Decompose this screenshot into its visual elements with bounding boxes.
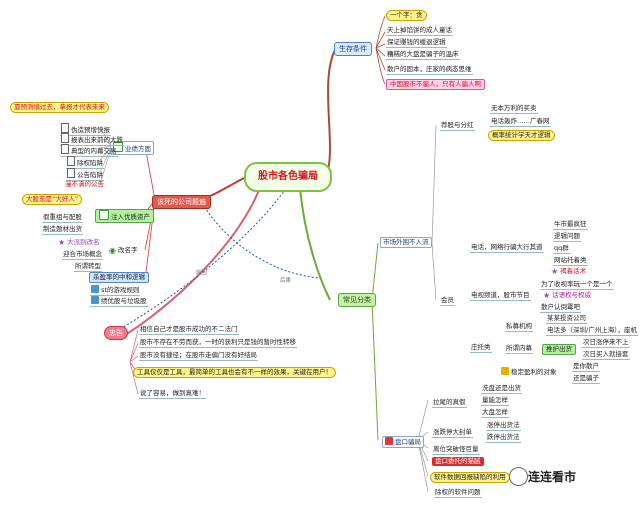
check-icon [99, 210, 109, 220]
advice-last: 说了容易，做到真难！ [139, 389, 206, 399]
pan-red-tag: 盘口委托的猫腻 [432, 457, 484, 466]
tv-item: 为了收视率玩一个是一个 [540, 280, 614, 290]
survival-pink-note: 中国股市不骗人，只有人骗人啊 [386, 79, 485, 90]
tv-item: 散户认倒霉吧 [540, 303, 581, 313]
sinister-item: st的游戏规则 [90, 285, 141, 296]
document-icon [61, 133, 69, 143]
expert-label: 所谓内幕 [505, 344, 533, 354]
inject-item: 制造题材出货 [42, 225, 83, 235]
document-icon [67, 156, 75, 166]
fund-label: 私募机构 [505, 322, 533, 332]
topic-advice[interactable]: 忠告 [104, 326, 128, 340]
earnings-item: 伪造预增快报 [60, 123, 111, 136]
connector-label: 前因 [196, 270, 208, 276]
raise-label: 拉尾的真假 [432, 398, 467, 408]
wechat-logo-icon [509, 467, 528, 486]
earnings-note: 靠预测填过去，拿报才代表未来 [10, 102, 109, 113]
document-icon [67, 168, 75, 178]
earnings-item: 报表出来前的大跌 [60, 133, 124, 146]
phone-tag: ★褐着话术 [551, 267, 587, 276]
earnings-red-item: 漫不满的公告 [65, 180, 104, 188]
advice-item: 相信自己才是股市成功的不二法门 [139, 325, 239, 335]
sinister-item: 绩优股与垃圾股 [90, 296, 148, 307]
document-icon [61, 123, 69, 133]
big-item: 跌停出货法 [486, 433, 521, 443]
phone-item: 逻辑问题 [553, 232, 581, 242]
earnings-item: 公告陷阱 [66, 168, 104, 181]
check-icon [113, 142, 123, 152]
group-rename[interactable]: ◉改名字 [109, 246, 138, 255]
villa-label: 庄托类 [470, 343, 492, 353]
expert-tag: 推护出货 [542, 344, 576, 355]
document-icon [61, 144, 69, 154]
group-sinister[interactable]: 杀盈率的中和逻辑 [89, 272, 149, 283]
phone-item: 牛市最疯狂 [553, 220, 588, 230]
recommend-highlight: 概率统计学天才逻辑 [488, 130, 555, 141]
topic-company-trap[interactable]: 该死的公司题遍 [152, 195, 211, 209]
expert-item: 次日涨停来不上 [582, 338, 630, 348]
pan-highlight: 软件数据回报缺陷的利用 [430, 472, 510, 483]
raise-item: 大盘怎样 [481, 408, 509, 418]
member-label: 会员 [440, 296, 455, 306]
group-pan[interactable]: 盘口骗局 [382, 436, 424, 448]
phone-label: 电话，网络行骗大行其道 [470, 243, 544, 253]
folder-icon [91, 296, 99, 304]
tv-label: 电视频道，股市节目 [470, 291, 531, 301]
raise-item: 量能怎样 [481, 396, 509, 406]
target-item: 还是骗子 [572, 374, 600, 384]
rename-item: 所谓转型 [74, 262, 102, 272]
group-earnings[interactable]: 业绩方面 [110, 141, 154, 155]
recommend-label: 荐股与分红 [440, 121, 475, 131]
phone-item: qq群 [553, 244, 570, 254]
recommend-item: 无本万利的买卖 [490, 104, 538, 114]
phone-item: 网站托着类 [553, 256, 588, 266]
topic-survival[interactable]: 生存条件 [334, 42, 372, 56]
watermark: 连连看市 [528, 470, 577, 484]
rename-item: 迎合市场概念 [62, 250, 103, 260]
fund-item: 某某投资公司 [546, 314, 587, 324]
fund-item: 电话多（深圳/广州上海），座机 [546, 326, 638, 336]
pan-last: 除权的软件问题 [434, 488, 482, 498]
star-icon: ★ [551, 267, 559, 276]
earnings-item: 典型的内幕交易 [60, 144, 118, 157]
advice-item: 股市不存在不劳而获，一时的获利只是钱的暂时性转移 [139, 338, 297, 348]
group-inject[interactable]: 注入优质资产 [95, 209, 154, 223]
star-icon: ★ [543, 291, 551, 300]
topic-common[interactable]: 常见分类 [338, 293, 376, 307]
advice-item: 股市没有捷径；在股市走偏门没有好结局 [139, 351, 258, 361]
survival-yellow-tag: 一个字：贪 [386, 10, 427, 21]
group-outside[interactable]: 市场外围不入流 [380, 237, 432, 248]
pan-item: 离位突破怪巨量 [432, 445, 480, 455]
big-label: 涨跌停大封单 [432, 428, 473, 438]
expert-item: 次日买入就接套 [582, 350, 630, 360]
survival-item: 糟糕的大盘是骗子的温床 [386, 50, 460, 60]
advice-highlight: 工具仅仅是工具，最简单的工具也会有不一样的效果，关键在用户！ [133, 367, 336, 378]
central-topic[interactable]: 股市各色骗局 [244, 162, 332, 192]
tv-tag: ★话语权与权威 [543, 291, 592, 300]
rename-star: ★大派别改名 [58, 238, 100, 247]
survival-item: 天上掉馅饼的成人童话 [386, 26, 453, 36]
raise-item: 洗盘还是出货 [481, 384, 522, 394]
gear-icon: ◉ [109, 246, 116, 255]
star-icon: ★ [58, 238, 66, 247]
survival-item: 散户的固本，庄家的病态思维 [386, 65, 473, 75]
big-item: 涨停出货法 [486, 421, 521, 431]
earnings-item: 除权陷阱 [66, 156, 104, 169]
flag-icon [385, 437, 393, 445]
folder-icon [91, 285, 99, 293]
inject-item: 假重组与配股 [42, 213, 83, 223]
lock-icon [501, 367, 509, 375]
inject-note: 大股东是“大好人” [22, 194, 83, 205]
target-item: 是你散户 [572, 362, 600, 372]
survival-item: 保证赚钱的缓退逻辑 [386, 38, 447, 48]
target-label: 稳定盈利的对象 [500, 367, 558, 377]
recommend-item: 电话轰炸……广春网 [490, 117, 551, 127]
connector-label: 后果 [280, 278, 292, 284]
